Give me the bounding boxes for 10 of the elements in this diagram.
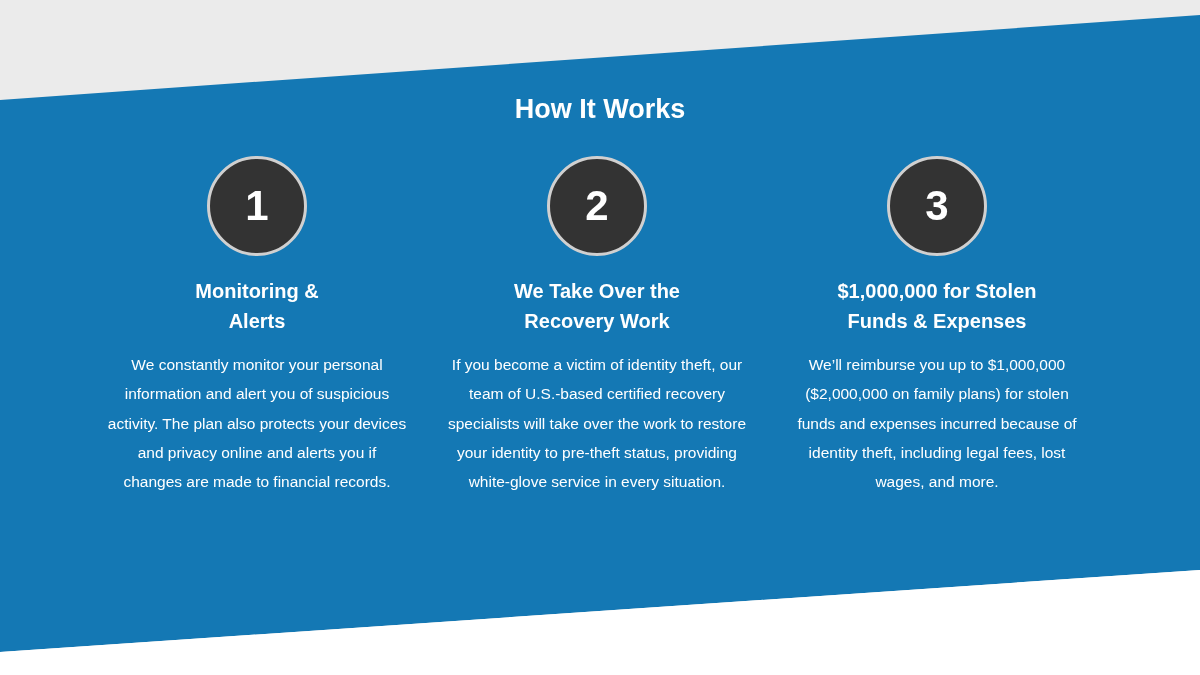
step-description: If you become a victim of identity theft, our team of U.S.-based certified recovery specialists will take over the work to restore your identity to pre-theft status, providing white-glove service in every situation. — [447, 355, 747, 493]
step-heading: Monitoring & Alerts — [194, 279, 320, 334]
step-description: We constantly monitor your personal information and alert you of suspicious activity. The plan also protects your devices and privacy online and alerts you if changes are made to financial records. — [107, 355, 407, 493]
step-number: 3 — [925, 182, 949, 230]
step-number: 1 — [245, 182, 269, 230]
step-description: We’ll reimburse you up to $1,000,000 ($2,000,000 on family plans) for stolen funds and expenses incurred because of identity theft, including legal fees, lost wages, and more. — [796, 355, 1078, 493]
step-heading: We Take Over the Recovery Work — [513, 279, 681, 334]
step-heading: $1,000,000 for Stolen Funds & Expenses — [836, 279, 1038, 334]
step-number: 2 — [585, 182, 609, 230]
title: How It Works — [514, 94, 686, 125]
